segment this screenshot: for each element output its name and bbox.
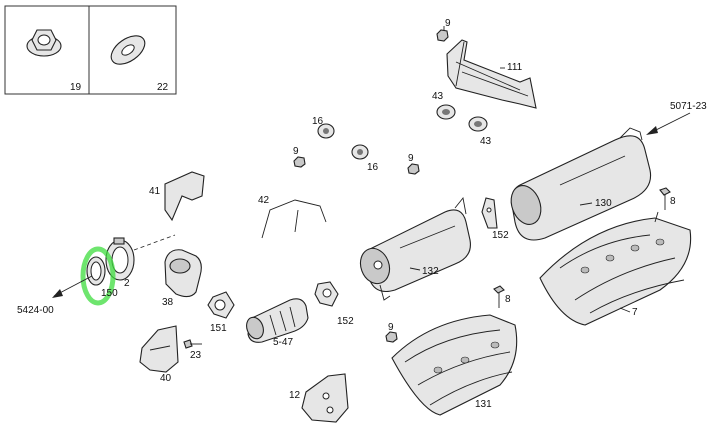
bracket-12 xyxy=(301,373,349,423)
label-130: 130 xyxy=(595,198,612,209)
gasket-152-right xyxy=(481,197,498,229)
nut-9-top xyxy=(436,29,449,42)
flange-nut-icon xyxy=(26,29,62,57)
elbow-pipe-38 xyxy=(164,249,202,298)
bolt-8-center xyxy=(493,285,505,308)
rubber-mount-16-a xyxy=(317,123,335,139)
hanger-42 xyxy=(261,199,327,239)
nut-9-mid xyxy=(407,163,420,175)
label-8-right: 8 xyxy=(670,196,676,207)
bracket-40 xyxy=(139,325,179,373)
inset-label-19: 19 xyxy=(70,82,82,93)
heat-shield-7 xyxy=(539,217,692,326)
rubber-mount-43-b xyxy=(468,116,488,132)
gasket-152-center xyxy=(314,281,339,307)
label-23: 23 xyxy=(190,350,202,361)
label-42: 42 xyxy=(258,195,270,206)
ref-arrow-right[interactable]: 5071-23 xyxy=(646,101,707,135)
label-9-left: 9 xyxy=(293,146,299,157)
flex-pipe-5-47 xyxy=(246,298,309,343)
label-38: 38 xyxy=(162,297,174,308)
label-132: 132 xyxy=(422,266,439,277)
label-16-b: 16 xyxy=(367,162,379,173)
inset-panel: 19 22 xyxy=(4,5,177,95)
rubber-mount-43-a xyxy=(436,104,456,120)
nut-9-lower xyxy=(385,331,398,343)
label-5-47: 5-47 xyxy=(273,337,293,348)
label-43-a: 43 xyxy=(432,91,444,102)
label-131: 131 xyxy=(475,399,492,410)
washer-icon xyxy=(110,35,146,65)
label-152-center: 152 xyxy=(337,316,354,327)
label-12: 12 xyxy=(289,390,301,401)
nut-9-left xyxy=(293,156,306,168)
bolt-8-right xyxy=(659,187,671,210)
label-151: 151 xyxy=(210,323,227,334)
gasket-151 xyxy=(207,291,235,319)
ref-label-left[interactable]: 5424-00 xyxy=(17,305,54,316)
label-16-a: 16 xyxy=(312,116,324,127)
label-8-center: 8 xyxy=(505,294,511,305)
ref-label-right[interactable]: 5071-23 xyxy=(670,101,707,112)
bracket-41 xyxy=(164,171,205,222)
mounting-bracket-111 xyxy=(446,39,537,109)
muffler-130 xyxy=(510,127,652,241)
label-40: 40 xyxy=(160,373,172,384)
label-41: 41 xyxy=(149,186,161,197)
gasket-150-highlighted[interactable] xyxy=(80,246,116,306)
rubber-mount-16-b xyxy=(351,144,369,160)
label-150: 150 xyxy=(101,288,118,299)
label-9-lower: 9 xyxy=(388,322,394,333)
heat-shield-131 xyxy=(391,314,518,416)
particulate-filter-132 xyxy=(359,196,471,301)
bolt-23 xyxy=(183,339,202,349)
label-9-top: 9 xyxy=(445,18,451,29)
label-111: 111 xyxy=(507,62,523,73)
ref-arrow-left[interactable]: 5424-00 xyxy=(17,275,93,316)
inset-label-22: 22 xyxy=(157,82,169,93)
label-2: 2 xyxy=(124,278,130,289)
label-9-mid: 9 xyxy=(408,153,414,164)
label-43-b: 43 xyxy=(480,136,492,147)
label-7: 7 xyxy=(632,307,638,318)
label-152-right: 152 xyxy=(492,230,509,241)
